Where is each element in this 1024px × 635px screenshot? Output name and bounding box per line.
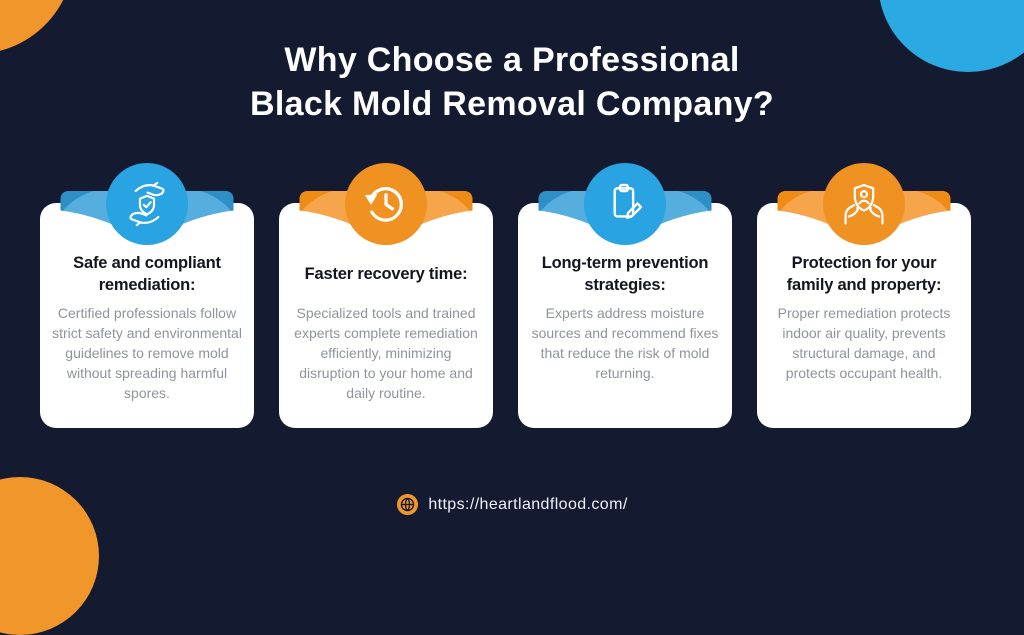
page-title-line1: Why Choose a Professional [284,41,740,79]
card-title: Faster recovery time: [304,264,468,283]
page-title-line2: Black Mold Removal Company? [250,85,774,124]
globe-icon [397,493,419,516]
card-family-protection: Protection for your family and property:… [757,163,971,428]
card-faster-recovery: Faster recovery time: Specialized tools … [279,163,493,428]
card-title: Protection for your family and property: [786,253,942,294]
card-body: Experts address moisture sources and rec… [531,305,719,381]
footer: https://heartlandflood.com/ [0,493,1024,516]
hands-shield-check-icon [106,163,188,245]
hands-shield-person-icon [823,163,905,245]
card-prevention-strategies: Long-term prevention strategies: Experts… [518,163,732,428]
card-body: Specialized tools and trained experts co… [294,305,478,401]
history-clock-icon [345,163,427,245]
card-title: Long-term prevention strategies: [541,253,709,294]
page-title: Why Choose a Professional Black Mold Rem… [0,38,1024,126]
card-body: Certified professionals follow strict sa… [52,305,242,401]
card-body: Proper remediation protects indoor air q… [777,305,951,381]
card-safe-remediation: Safe and compliant remediation: Certifie… [40,163,254,428]
card-title: Safe and compliant remediation: [73,253,221,294]
footer-url: https://heartlandflood.com/ [428,495,628,513]
clipboard-pencil-icon [584,163,666,245]
